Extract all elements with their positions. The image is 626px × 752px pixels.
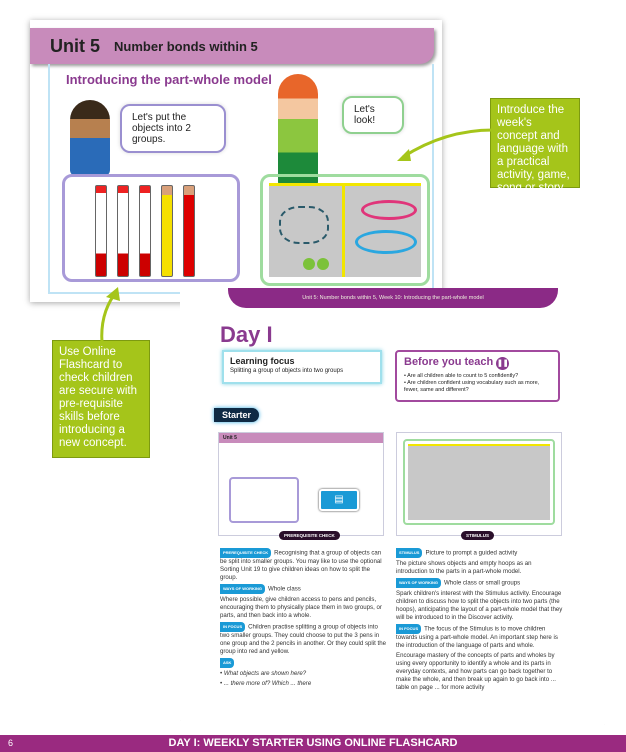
tag-label: WAYS OF WORKING <box>396 578 441 588</box>
girl-character <box>278 74 318 186</box>
yellow-pencil-icon <box>161 185 173 277</box>
callout-arrow-icon <box>397 128 494 161</box>
tag-label: ASK <box>220 658 235 668</box>
teacher-guide-page: Unit 5: Number bonds within 5, Week 10: … <box>180 288 605 734</box>
unit-slide: Unit 5 Number bonds within 5 Introducing… <box>30 20 442 302</box>
concept-callout: Introduce the week's concept and languag… <box>490 98 580 194</box>
footer-title: DAY I: WEEKLY STARTER USING ONLINE FLASH… <box>168 737 458 749</box>
stimulus-thumbnail[interactable]: STIMULUS <box>396 432 562 540</box>
flashcard-icon[interactable]: ▤ <box>319 489 359 511</box>
callout-arrow-up-icon <box>100 287 120 344</box>
para: Where possible, give children access to … <box>220 596 382 619</box>
thumb-pencils <box>229 477 299 523</box>
tennis-balls-icon <box>303 258 315 270</box>
bullet-text: Are children confident using vocabulary … <box>404 380 540 393</box>
footer-bar: 6 DAY I: WEEKLY STARTER USING ONLINE FLA… <box>0 735 626 752</box>
girl-speech-bubble: Let's look! <box>342 96 404 134</box>
tag-label: PREREQUISITE CHECK <box>220 548 272 558</box>
teach-bullets: • Are all children able to count to 5 co… <box>404 373 551 394</box>
para: Encourage mastery of the concepts of par… <box>396 652 556 691</box>
unit-number: Unit 5 <box>50 35 101 56</box>
stimulus-label: STIMULUS <box>461 531 494 540</box>
boy-character <box>70 100 110 176</box>
bullet-text: Are all children able to count to 5 conf… <box>407 373 519 379</box>
para-text: Picture to prompt a guided activity <box>425 549 518 557</box>
pink-hoop-icon <box>361 200 417 220</box>
red-pencil-icon <box>183 185 195 277</box>
unit-header: Unit 5 Number bonds within 5 <box>30 28 434 64</box>
page-banner: Unit 5: Number bonds within 5, Week 10: … <box>228 288 558 308</box>
tag-label: STIMULUS <box>396 548 423 558</box>
learning-focus-box: Learning focus Splitting a group of obje… <box>222 350 382 384</box>
skipping-rope-icon <box>279 206 329 244</box>
para-text: The focus of the Stimulus is to move chi… <box>396 625 558 649</box>
pencils-panel <box>62 174 240 282</box>
thumb-header: Unit 5 <box>219 433 383 443</box>
para: • What objects are shown here? <box>220 670 307 677</box>
prerequisite-check-label: PREREQUISITE CHECK <box>279 531 340 540</box>
tag-label: IN FOCUS <box>220 622 246 632</box>
before-you-teach-box: Before you teach ❚❚ • Are all children a… <box>395 350 560 402</box>
pen-icon <box>117 185 129 277</box>
stimulus-picture <box>269 183 421 277</box>
learning-focus-text: Splitting a group of objects into two gr… <box>230 368 344 374</box>
para: • ... there more of? Which ... there <box>220 680 312 687</box>
para: The picture shows objects and empty hoop… <box>396 560 532 575</box>
para: Spark children's interest with the Stimu… <box>396 590 563 621</box>
para: ASK <box>220 658 388 668</box>
stimulus-panel <box>260 174 430 286</box>
boy-speech-bubble: Let's put the objects into 2 groups. <box>120 104 226 153</box>
page-number: 6 <box>8 738 14 748</box>
unit-title: Number bonds within 5 <box>114 38 258 54</box>
prerequisite-thumbnail[interactable]: Unit 5 ▤ PREREQUISITE CHECK <box>218 432 384 540</box>
para-text: Recognising that a group of objects can … <box>220 549 382 581</box>
para-text: Children practise splitting a group of o… <box>220 623 386 655</box>
pen-icon <box>95 185 107 277</box>
learning-focus-title: Learning focus <box>230 356 295 366</box>
pause-icon: ❚❚ <box>496 357 510 370</box>
tag-label: IN FOCUS <box>396 624 422 634</box>
tag-label: WAYS OF WORKING <box>220 584 265 594</box>
slide-body: Introducing the part-whole model Let's p… <box>48 64 434 294</box>
blue-hoop-icon <box>355 230 417 254</box>
para-text: Whole class <box>267 585 301 593</box>
starter-label: Starter <box>214 408 260 422</box>
teach-bullet: • Are all children able to count to 5 co… <box>404 373 519 379</box>
teach-bullet: • Are children confident using vocabular… <box>404 380 540 393</box>
day-heading: Day I <box>220 322 273 347</box>
before-you-teach-label: Before you teach <box>404 356 494 368</box>
para-text: Whole class or small groups <box>443 579 521 587</box>
before-you-teach-title: Before you teach ❚❚ <box>404 356 551 370</box>
lesson-title: Introducing the part-whole model <box>66 72 272 87</box>
pen-icon <box>139 185 151 277</box>
flashcard-callout: Use Online Flashcard to check children a… <box>52 340 150 458</box>
